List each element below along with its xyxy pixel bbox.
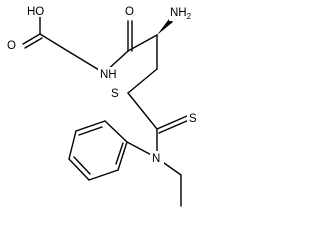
- ring-bond-2: [75, 120, 106, 132]
- ring-bond-5: [88, 169, 119, 181]
- nh2-main-text: NH: [170, 7, 187, 19]
- atom-ho: HO: [27, 6, 44, 18]
- atom-nh: NH: [100, 69, 117, 81]
- ring-bond-3: [68, 130, 77, 160]
- atom-o-acid: O: [7, 40, 16, 52]
- ring-inner-double-2: [73, 156, 91, 175]
- bond-c-s-double-a: [156, 115, 188, 130]
- o-acid-label-bg: [6, 38, 18, 52]
- molecule-structure: HO O O NH NH2 S S N: [6, 4, 201, 207]
- nh-label-bg: [98, 67, 122, 81]
- o-amide-label-bg: [124, 4, 136, 18]
- ring-bond-1: [104, 120, 128, 143]
- nh2-label-bg: [169, 6, 199, 21]
- ring-inner-double-3: [115, 142, 124, 165]
- bond-c-calpha: [127, 34, 158, 52]
- ring-bond-4: [68, 158, 90, 181]
- ring-bond-6: [117, 141, 128, 171]
- ho-label-bg: [25, 4, 47, 17]
- atom-s-thioether: S: [111, 88, 119, 100]
- s-thioether-label-bg: [109, 86, 122, 100]
- ring-inner-double-1: [78, 126, 103, 136]
- atom-n-amine: N: [152, 153, 160, 165]
- wedge-bond-nh2: [157, 19, 173, 35]
- bond-c-ch2: [39, 33, 72, 54]
- bond-s-c: [127, 92, 158, 130]
- nh2-subscript: 2: [187, 12, 192, 21]
- s-thione-label-bg: [187, 111, 201, 125]
- bond-c-o-double-a: [22, 33, 41, 45]
- atom-s-thione: S: [189, 113, 197, 125]
- bond-c-s-double-b: [158, 119, 190, 134]
- n-amine-label-bg: [150, 151, 164, 165]
- bond-ch2-s: [127, 68, 158, 94]
- atom-o-amide: O: [125, 6, 134, 18]
- atom-nh2: NH2: [170, 7, 192, 21]
- bond-c-o-double-b: [24, 37, 43, 49]
